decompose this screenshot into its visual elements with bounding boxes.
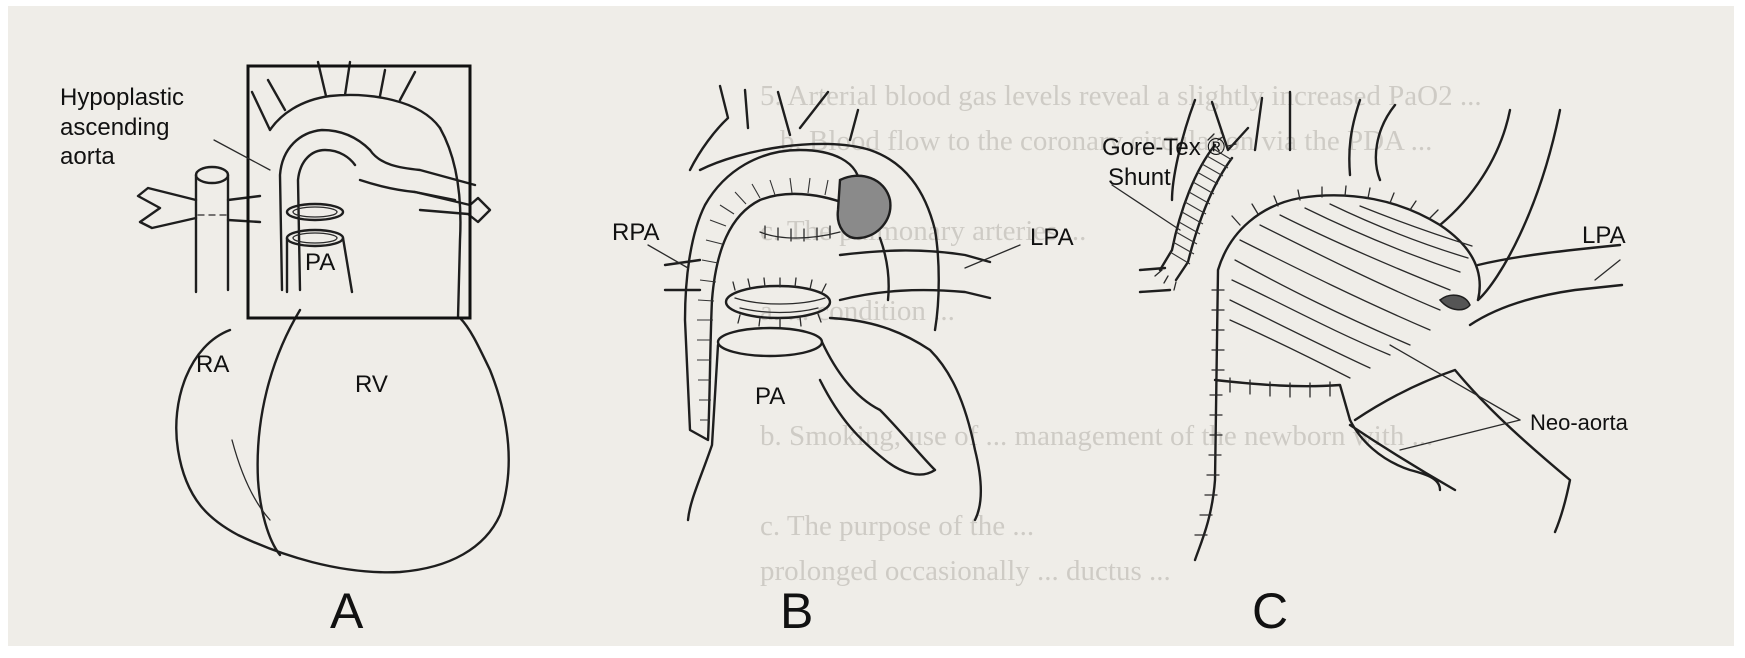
panel-c-label-lpa: LPA — [1582, 222, 1626, 249]
panel-a-label-ra: RA — [196, 351, 229, 378]
panel-a-label-ascending: ascending — [60, 114, 169, 141]
panel-c-label-goretex: Gore-Tex ® — [1102, 134, 1225, 161]
bleed-line-6: c. The purpose of the ... — [760, 510, 1034, 542]
bleed-line-7: prolonged occasionally ... ductus ... — [760, 555, 1171, 587]
bleed-line-4: a. ... condition ... — [760, 295, 955, 327]
bleed-line-1: 5. Arterial blood gas levels reveal a sl… — [760, 80, 1482, 112]
panel-b-letter: B — [780, 583, 813, 639]
panel-a-label-hypoplastic: Hypoplastic — [60, 84, 184, 111]
panel-b-label-pa: PA — [755, 383, 785, 410]
panel-c-label-shunt: Shunt — [1108, 164, 1171, 191]
panel-a-label-aorta: aorta — [60, 143, 115, 170]
panel-a-label-pa: PA — [305, 249, 335, 276]
panel-a-letter: A — [330, 583, 364, 639]
bleed-line-5: b. Smoking, use of ... management of the… — [760, 420, 1433, 452]
panel-c-label-neo-aorta: Neo-aorta — [1530, 410, 1629, 435]
panel-b-label-rpa: RPA — [612, 219, 660, 246]
panel-c-letter: C — [1252, 583, 1288, 639]
panel-a-label-rv: RV — [355, 371, 388, 398]
panel-b-label-lpa: LPA — [1030, 224, 1074, 251]
